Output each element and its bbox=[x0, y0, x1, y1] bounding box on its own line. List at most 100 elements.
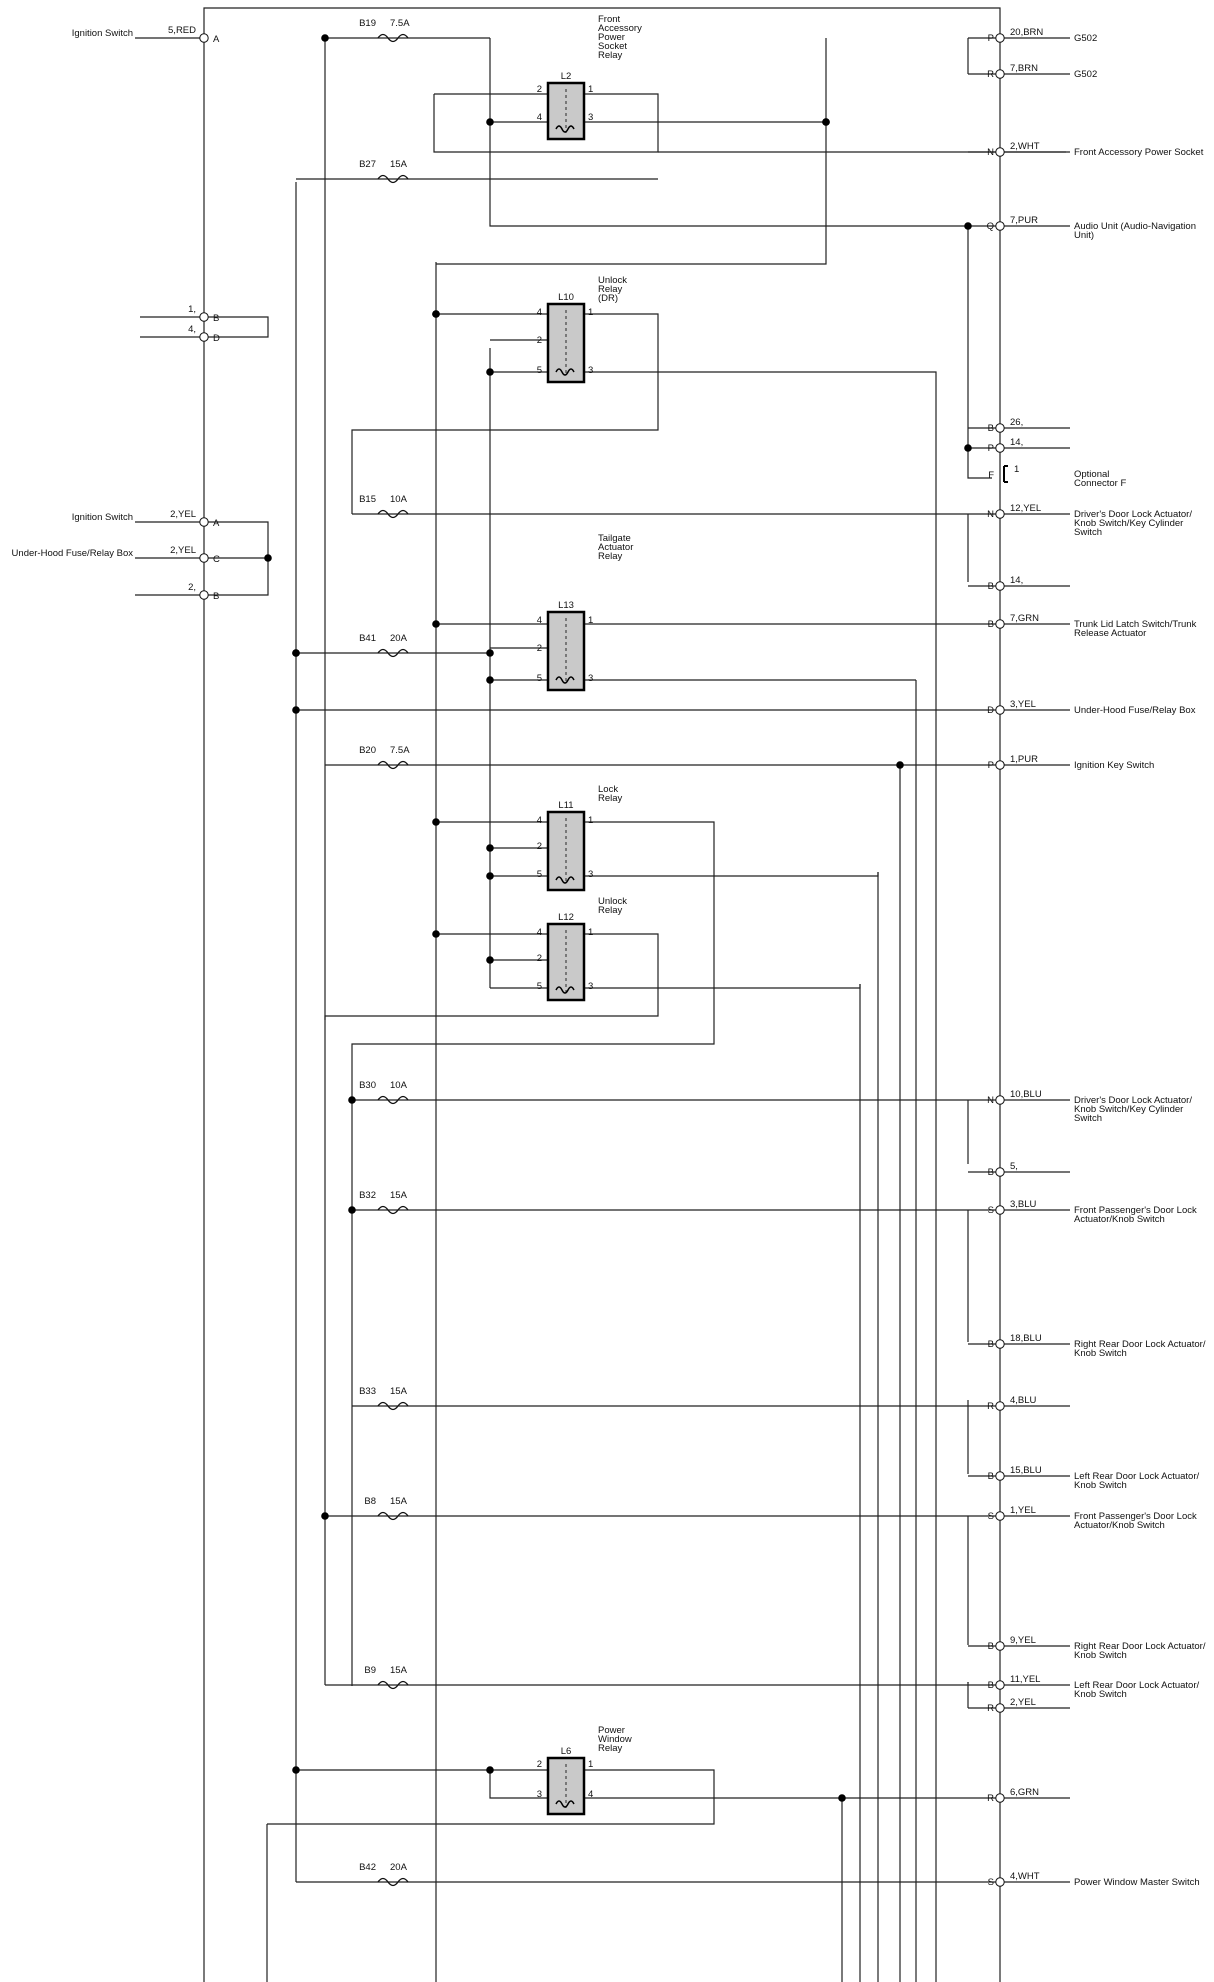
wire bbox=[436, 38, 827, 265]
relay-l6 bbox=[546, 1756, 586, 1816]
connector-terminal bbox=[995, 1339, 1005, 1349]
junction-dot bbox=[432, 930, 440, 938]
right-connector-pin: Q bbox=[987, 221, 994, 232]
wire bbox=[489, 1770, 548, 1799]
junction-dot bbox=[486, 844, 494, 852]
right-connector-pin: P bbox=[988, 33, 994, 44]
relay-pin-label: 3 bbox=[588, 869, 593, 880]
wire bbox=[351, 313, 659, 514]
relay-name-label: Lock bbox=[598, 784, 618, 795]
left-connector-wire: 2, bbox=[188, 582, 196, 593]
right-connector-pin: P bbox=[988, 760, 994, 771]
wire bbox=[324, 933, 659, 1020]
right-connector-pin: B bbox=[988, 1641, 994, 1652]
relay-pin-label: 2 bbox=[537, 643, 542, 654]
left-connector-label: Under-Hood Fuse/Relay Box bbox=[12, 548, 134, 559]
left-connector-wire: 5,RED bbox=[168, 25, 196, 36]
wire bbox=[203, 7, 1001, 1982]
right-connector-wire: 7,GRN bbox=[1010, 613, 1039, 624]
right-connector-wire: 2,WHT bbox=[1010, 141, 1040, 152]
fuse-rating-label: 15A bbox=[390, 1190, 408, 1201]
junction-dot bbox=[321, 1512, 329, 1520]
right-connector-dest: Knob Switch bbox=[1074, 1480, 1127, 1491]
connector-terminal bbox=[995, 1877, 1005, 1887]
right-connector-wire: 14, bbox=[1010, 575, 1023, 586]
relay-pin-label: 3 bbox=[588, 673, 593, 684]
right-connector-dest: Switch bbox=[1074, 527, 1102, 538]
relay-pin-label: 2 bbox=[537, 841, 542, 852]
connector-terminal bbox=[199, 312, 209, 322]
fuse-rating-label: 15A bbox=[390, 1386, 408, 1397]
left-connector-wire: 2,YEL bbox=[170, 509, 196, 520]
relay-pin-label: 1 bbox=[588, 307, 593, 318]
junction-dot bbox=[292, 706, 300, 714]
relay-coil bbox=[555, 1800, 575, 1808]
right-connector-wire: 12,YEL bbox=[1010, 503, 1041, 514]
wire bbox=[267, 1769, 715, 1825]
junction-dot bbox=[432, 620, 440, 628]
relay-id-label: L10 bbox=[558, 292, 574, 303]
right-connector-pin: B bbox=[988, 1339, 994, 1350]
fuse-b20 bbox=[377, 760, 409, 770]
right-connector-wire: 26, bbox=[1010, 417, 1023, 428]
connector-terminal bbox=[995, 221, 1005, 231]
left-connector-wire: 2,YEL bbox=[170, 545, 196, 556]
connector-terminal bbox=[995, 1641, 1005, 1651]
right-connector-wire: 3,BLU bbox=[1010, 1199, 1037, 1210]
right-connector-pin: S bbox=[988, 1511, 994, 1522]
connector-terminal bbox=[995, 581, 1005, 591]
right-connector-wire: 4,BLU bbox=[1010, 1395, 1037, 1406]
wire bbox=[584, 371, 937, 375]
relay-pin-label: 5 bbox=[537, 673, 542, 684]
right-connector-pin: F bbox=[988, 470, 994, 481]
right-connector-wire: 6,GRN bbox=[1010, 1787, 1039, 1798]
relay-id-label: L6 bbox=[561, 1746, 572, 1757]
relay-coil bbox=[555, 876, 575, 884]
relay-pin-label: 4 bbox=[588, 1789, 593, 1800]
right-connector-pin: N bbox=[987, 1095, 994, 1106]
right-connector-wire: 7,BRN bbox=[1010, 63, 1038, 74]
relay-name-label: Unlock bbox=[598, 275, 627, 286]
right-connector-dest: G502 bbox=[1074, 69, 1097, 80]
relay-coil bbox=[555, 986, 575, 994]
connector-terminal bbox=[995, 1095, 1005, 1105]
left-connector-label: Ignition Switch bbox=[72, 28, 133, 39]
junction-dot bbox=[432, 818, 440, 826]
fuse-rating-label: 20A bbox=[390, 633, 408, 644]
right-connector-pin: S bbox=[988, 1205, 994, 1216]
right-connector-dest: Ignition Key Switch bbox=[1074, 760, 1154, 771]
relay-pin-label: 1 bbox=[588, 927, 593, 938]
right-connector-pin: S bbox=[988, 1877, 994, 1888]
connector-terminal bbox=[995, 1205, 1005, 1215]
connector-terminal bbox=[995, 423, 1005, 433]
right-connector-dest: Actuator/Knob Switch bbox=[1074, 1214, 1165, 1225]
right-connector-pin: B bbox=[988, 1167, 994, 1178]
right-connector-dest: Front Passenger's Door Lock bbox=[1074, 1511, 1197, 1522]
connector-terminal bbox=[995, 619, 1005, 629]
junction-dot bbox=[486, 872, 494, 880]
junction-dot bbox=[264, 554, 272, 562]
relay-coil bbox=[555, 676, 575, 684]
junction-dot bbox=[486, 676, 494, 684]
right-connector-dest: Knob Switch bbox=[1074, 1650, 1127, 1661]
relay-pin-label: 4 bbox=[537, 927, 542, 938]
fuse-id-label: B8 bbox=[364, 1496, 376, 1507]
optional-connector-bracket bbox=[1003, 465, 1008, 483]
right-connector-wire: 18,BLU bbox=[1010, 1333, 1042, 1344]
relay-name-label: Unlock bbox=[598, 896, 627, 907]
fuse-rating-label: 7.5A bbox=[390, 745, 410, 756]
wire bbox=[967, 474, 992, 479]
fuse-b30 bbox=[377, 1095, 409, 1105]
relay-name-label: Socket bbox=[598, 41, 627, 52]
fuse-id-label: B41 bbox=[359, 633, 376, 644]
wire bbox=[489, 38, 968, 227]
relay-pin-label: 2 bbox=[537, 335, 542, 346]
right-connector-dest: Under-Hood Fuse/Relay Box bbox=[1074, 705, 1196, 716]
right-connector-wire: 3,YEL bbox=[1010, 699, 1036, 710]
fuse-b32 bbox=[377, 1205, 409, 1215]
fuse-b27 bbox=[377, 174, 409, 184]
right-connector-dest: Front Passenger's Door Lock bbox=[1074, 1205, 1197, 1216]
right-connector-dest: Knob Switch/Key Cylinder bbox=[1074, 518, 1183, 529]
right-connector-wire: 10,BLU bbox=[1010, 1089, 1042, 1100]
fuse-b8 bbox=[377, 1511, 409, 1521]
